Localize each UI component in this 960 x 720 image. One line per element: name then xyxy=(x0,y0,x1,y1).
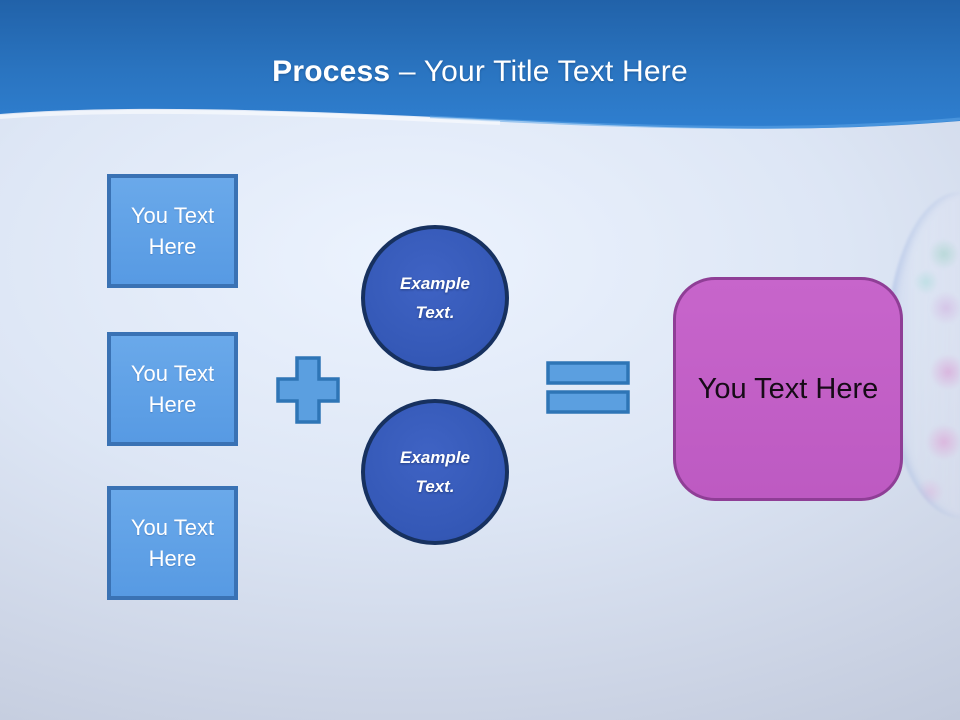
slide-title[interactable]: Process – Your Title Text Here xyxy=(0,55,960,89)
input-box-1[interactable]: You Text Here xyxy=(107,174,238,288)
example-circle-1-label: Example Text. xyxy=(400,274,470,322)
example-circle-1[interactable]: Example Text. xyxy=(361,225,509,371)
example-circle-2[interactable]: Example Text. xyxy=(361,399,509,545)
header-wave-shape xyxy=(0,0,960,129)
slide-title-rest: – Your Title Text Here xyxy=(390,55,688,88)
input-box-3[interactable]: You Text Here xyxy=(107,486,238,600)
equals-icon[interactable] xyxy=(544,358,632,418)
example-circle-2-label: Example Text. xyxy=(400,448,470,496)
slide-title-lead: Process xyxy=(272,55,391,88)
input-box-1-label: You Text Here xyxy=(130,203,215,259)
plus-icon[interactable] xyxy=(274,354,342,426)
input-box-2-label: You Text Here xyxy=(130,361,215,417)
result-box[interactable]: You Text Here xyxy=(673,277,903,501)
input-box-2[interactable]: You Text Here xyxy=(107,332,238,446)
result-box-label: You Text Here xyxy=(697,372,879,405)
input-box-3-label: You Text Here xyxy=(130,515,215,571)
